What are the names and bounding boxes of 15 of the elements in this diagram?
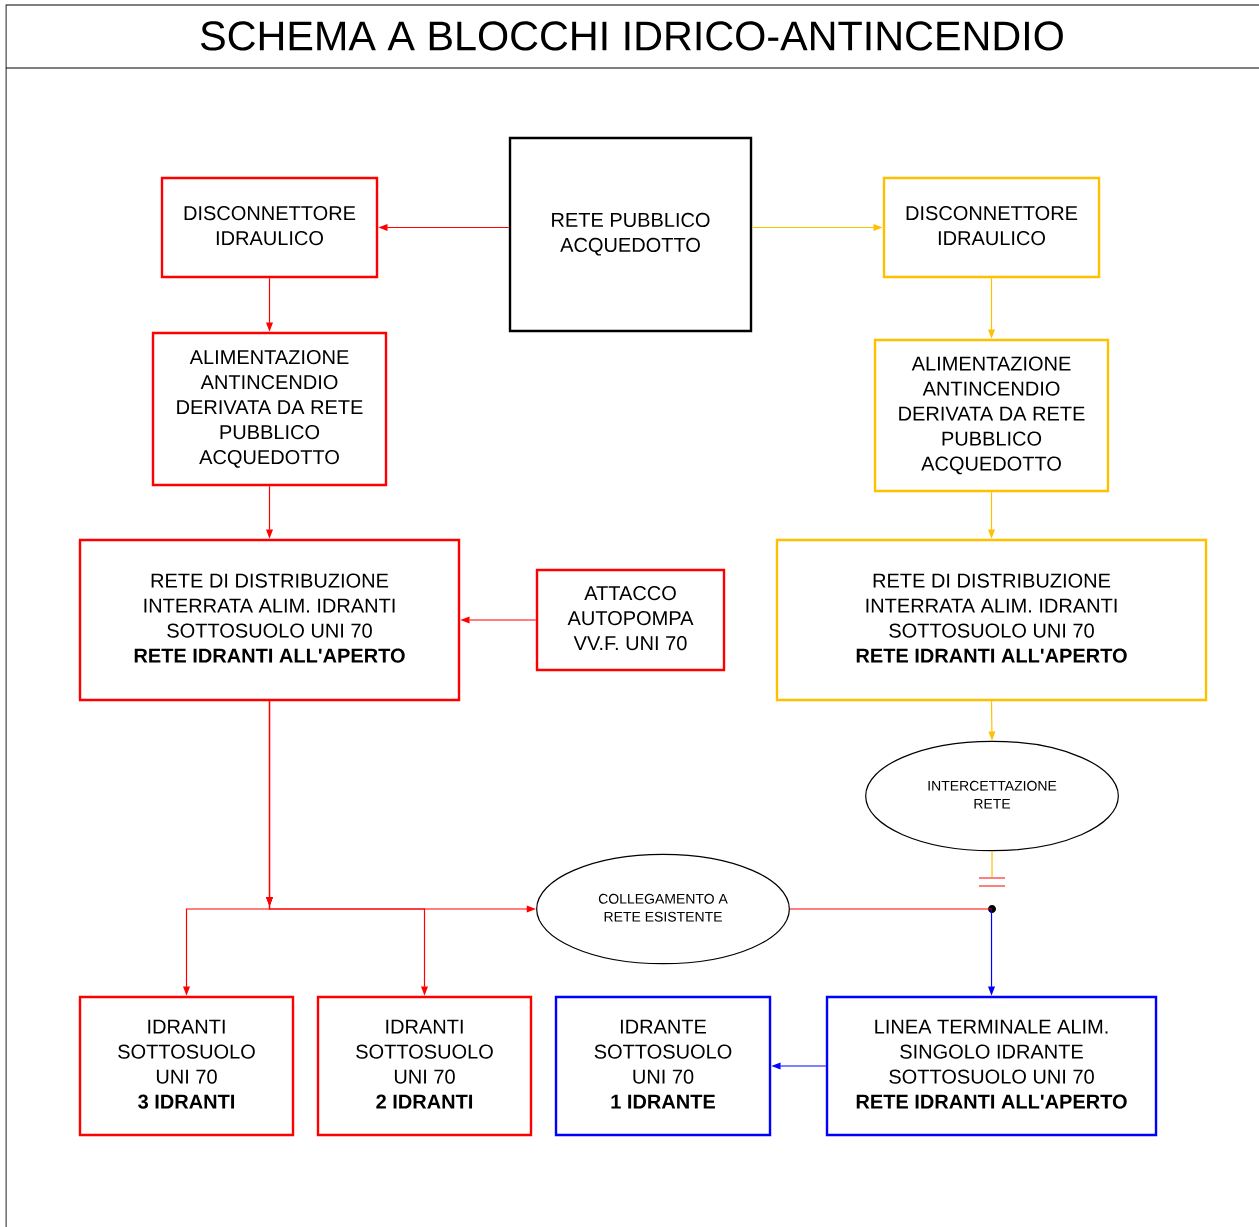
connector-line (991, 850, 993, 878)
connector-line (789, 908, 993, 910)
process-box: ALIMENTAZIONE ANTINCENDIO DERIVATA DA RETE PUBBLICO ACQUEDOTTO (151, 331, 388, 487)
process-box: IDRANTI SOTTOSUOLO UNI 70 2 IDRANTI (316, 995, 533, 1137)
process-box: DISCONNETTORE IDRAULICO (882, 176, 1101, 279)
title: SCHEMA A BLOCCHI IDRICO-ANTINCENDIO (201, 21, 1063, 51)
process-box: RETE DI DISTRIBUZIONE INTERRATA ALIM. IDRANTI SOTTOSUOLO UNI 70 RETE IDRANTI ALL'APERTO (78, 538, 461, 702)
process-box: IDRANTI SOTTOSUOLO UNI 70 3 IDRANTI (78, 995, 295, 1137)
process-box: ALIMENTAZIONE ANTINCENDIO DERIVATA DA RETE PUBBLICO ACQUEDOTTO (873, 338, 1110, 493)
process-box: IDRANTE SOTTOSUOLO UNI 70 1 IDRANTE (554, 995, 772, 1137)
process-box: RETE DI DISTRIBUZIONE INTERRATA ALIM. IDRANTI SOTTOSUOLO UNI 70 RETE IDRANTI ALL'APERTO (775, 538, 1208, 702)
process-box: LINEA TERMINALE ALIM. SINGOLO IDRANTE SOTTOSUOLO UNI 70 RETE IDRANTI ALL'APERTO (825, 995, 1158, 1137)
process-box: ATTACCO AUTOPOMPA VV.F. UNI 70 (535, 568, 726, 672)
process-box: DISCONNETTORE IDRAULICO (160, 176, 379, 279)
process-box: RETE PUBBLICO ACQUEDOTTO (508, 136, 753, 333)
